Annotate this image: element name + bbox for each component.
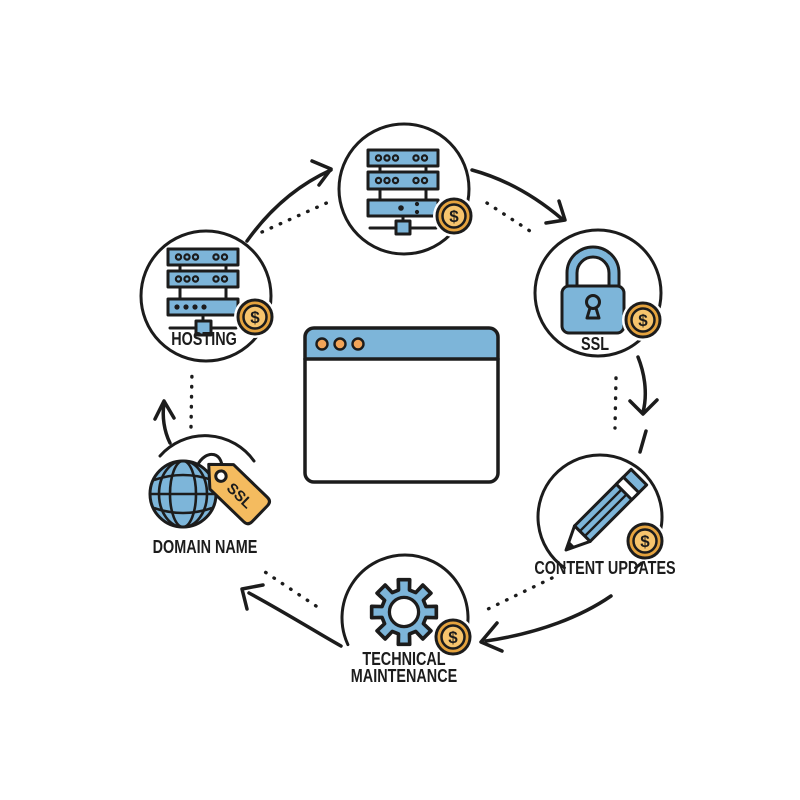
arrowhead xyxy=(240,583,265,611)
arrowhead xyxy=(310,159,333,187)
server-node-circle xyxy=(337,122,471,256)
svg-text:$: $ xyxy=(449,207,459,226)
padlock-icon xyxy=(560,245,626,335)
arrow-server-to-ssl xyxy=(470,168,567,225)
dollar-coin-icon: $ xyxy=(432,616,474,658)
ssl-node-circle xyxy=(533,228,663,358)
arrow-domain-to-hosting xyxy=(153,399,176,445)
server-bottom-dots xyxy=(398,201,420,215)
dotted-connectors xyxy=(189,199,618,611)
server-led-dots xyxy=(374,154,429,185)
technical-maintenance-label: TECHNICAL MAINTENANCE xyxy=(350,649,458,686)
ssl-label: SSL xyxy=(580,334,610,354)
server-icon xyxy=(166,247,240,337)
maintenance-node-arc xyxy=(340,553,470,647)
dotted-server-to-ssl xyxy=(485,201,535,235)
hosting-node-circle xyxy=(139,229,273,363)
arrow-connectors xyxy=(153,159,659,653)
svg-text:$: $ xyxy=(448,628,458,647)
dollar-coin-icon: $ xyxy=(433,195,475,237)
dotted-maintenance-to-domain xyxy=(257,566,318,608)
server-led-dots xyxy=(174,253,229,283)
browser-window-icon xyxy=(303,326,500,484)
arrowhead xyxy=(628,398,659,416)
arrowhead xyxy=(153,399,176,421)
dollar-coins: $ $ $ $ $ xyxy=(234,195,666,658)
keyhole xyxy=(585,294,601,320)
hosting-label: HOSTING xyxy=(171,329,237,349)
arrow-content-to-maintenance xyxy=(479,594,613,653)
dotted-hosting-to-server xyxy=(260,199,333,234)
arrowhead xyxy=(479,621,504,653)
domain-node-arc xyxy=(158,434,256,463)
arrow-tail-dash xyxy=(638,429,648,454)
arrow-ssl-to-content xyxy=(628,355,659,454)
dotted-content-to-maintenance xyxy=(486,576,554,611)
arrow-maintenance-to-domain xyxy=(240,583,343,648)
content-updates-label: CONTENT UPDATES xyxy=(534,558,676,578)
ssl-tag: SSL xyxy=(207,462,271,526)
svg-text:$: $ xyxy=(640,532,650,551)
svg-text:$: $ xyxy=(250,308,260,327)
arrowhead xyxy=(544,199,567,225)
dollar-coin-icon: $ xyxy=(622,299,664,341)
server-icon xyxy=(366,148,440,236)
server-bottom-dots xyxy=(174,304,207,310)
svg-text:$: $ xyxy=(638,311,648,330)
technical-maintenance-label-line2: MAINTENANCE xyxy=(350,666,458,686)
domain-name-label: DOMAIN NAME xyxy=(152,537,258,557)
gear-icon xyxy=(369,577,439,647)
arrow-hosting-to-server xyxy=(245,159,333,243)
window-button-dots xyxy=(315,337,365,351)
dollar-coin-icon: $ xyxy=(234,296,276,338)
pencil-icon xyxy=(564,467,649,552)
technical-maintenance-label-line1: TECHNICAL xyxy=(362,649,446,669)
dollar-coin-icon: $ xyxy=(624,520,666,562)
dotted-domain-to-hosting xyxy=(189,369,194,429)
globe-icon xyxy=(148,459,218,529)
dotted-ssl-to-content xyxy=(613,376,618,430)
